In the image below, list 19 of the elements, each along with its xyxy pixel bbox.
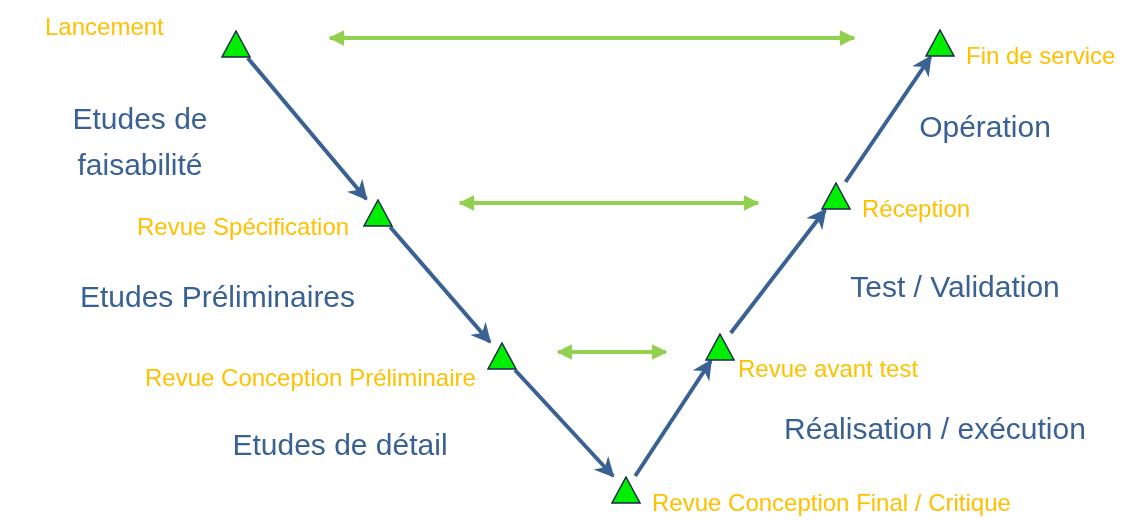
arrow [843,55,933,184]
arrow [513,368,615,478]
phase-label: Opération [918,109,1052,145]
phase-label: Etudes de détail [231,427,449,463]
phase-label: Etudes de faisabilité [71,101,209,183]
phase-label: Etudes Préliminaires [78,279,357,315]
phase-label: Réalisation / exécution [783,411,1087,447]
milestone-label: Revue Conception Préliminaire [145,364,476,392]
milestone-label: Lancement [45,13,164,41]
arrow [729,208,827,335]
arrow [388,225,492,344]
arrow [246,56,368,201]
phase-label: Test / Validation [849,269,1061,305]
milestone-label: Revue avant test [738,355,919,383]
arrow [633,359,713,478]
milestone-label: Revue Conception Final / Critique [652,489,1011,517]
milestone-label: Fin de service [966,42,1116,70]
milestone-label: Revue Spécification [137,213,350,241]
milestone-label: Réception [862,195,971,223]
